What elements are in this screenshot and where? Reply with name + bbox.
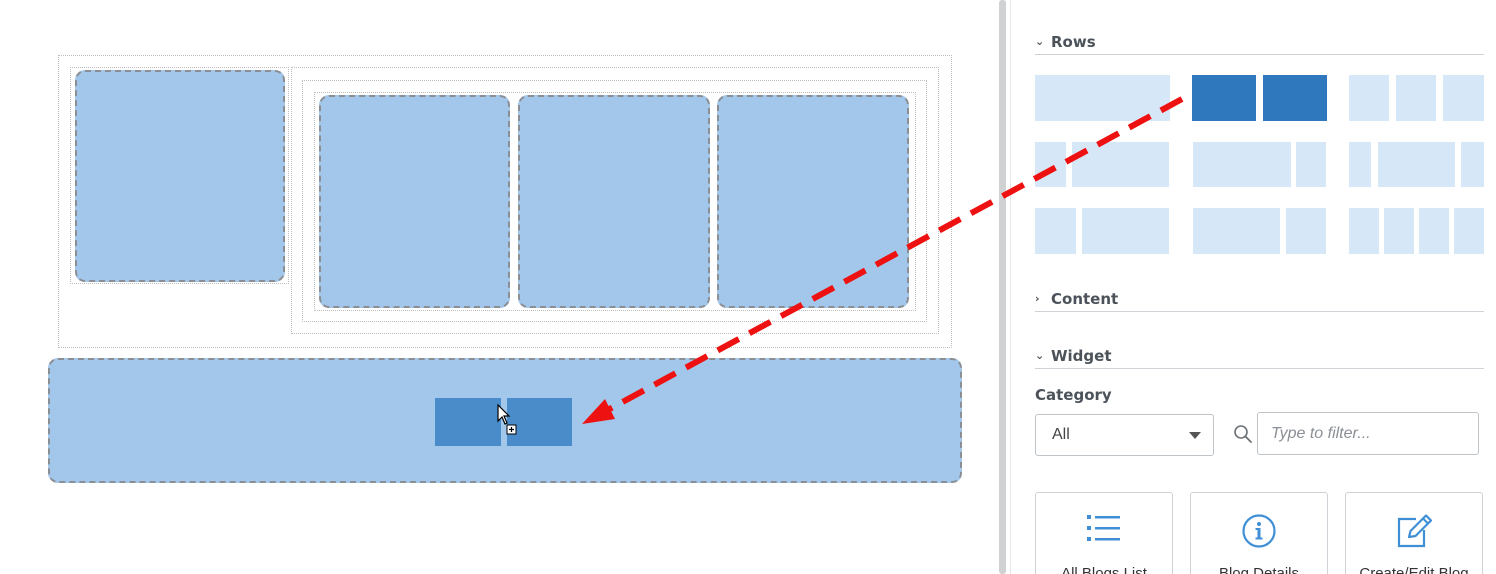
rows-section-title: Rows	[1051, 33, 1096, 51]
layout-1-2-1-c[interactable]	[1461, 142, 1484, 187]
layout-1-col[interactable]	[1035, 75, 1170, 121]
layout-3-1-b[interactable]	[1296, 142, 1326, 187]
layout-1-3-a[interactable]	[1035, 142, 1066, 187]
layout-4-col-b[interactable]	[1384, 208, 1414, 254]
layout-2-col-a[interactable]	[1192, 75, 1256, 121]
widget-label: Blog Details	[1218, 565, 1300, 574]
drag-preview-right	[507, 398, 572, 446]
canvas	[48, 55, 962, 483]
layout-2-col-b[interactable]	[1263, 75, 1327, 121]
cell-nested-1[interactable]	[319, 95, 510, 308]
drag-preview-left	[435, 398, 501, 446]
layout-3-1-a[interactable]	[1193, 142, 1291, 187]
widget-filter-input[interactable]	[1257, 412, 1479, 455]
category-selected-value: All	[1052, 426, 1070, 443]
layout-3-col-a[interactable]	[1349, 75, 1389, 121]
category-select[interactable]: All	[1035, 414, 1214, 456]
category-label: Category	[1035, 386, 1112, 404]
layout-1-2-a[interactable]	[1035, 208, 1076, 254]
content-section-title: Content	[1051, 290, 1119, 308]
edit-icon	[1397, 514, 1433, 548]
search-icon	[1234, 425, 1252, 443]
widget-blog-details[interactable]: Blog Details	[1190, 492, 1328, 574]
caret-down-icon	[1189, 432, 1201, 439]
cell-nested-2[interactable]	[518, 95, 710, 308]
layout-4-col-d[interactable]	[1454, 208, 1484, 254]
list-icon	[1087, 515, 1120, 541]
column-left	[70, 67, 289, 284]
layout-3-col-b[interactable]	[1396, 75, 1436, 121]
rows-section-header[interactable]: ⌄ Rows	[1035, 33, 1484, 55]
layout-1-2-b[interactable]	[1082, 208, 1169, 254]
widget-label: Create/Edit Blog	[1359, 565, 1469, 574]
canvas-scrollbar[interactable]	[999, 0, 1006, 574]
drag-cursor-icon	[497, 404, 517, 435]
chevron-down-icon: ⌄	[1035, 349, 1045, 362]
layout-3-col-c[interactable]	[1443, 75, 1484, 121]
layout-4-col-a[interactable]	[1349, 208, 1379, 254]
layout-4-col-c[interactable]	[1419, 208, 1449, 254]
widget-section-title: Widget	[1051, 347, 1112, 365]
widget-label: All Blogs List	[1061, 565, 1147, 574]
layout-1-2-1-a[interactable]	[1349, 142, 1371, 187]
chevron-right-icon: ›	[1035, 292, 1040, 305]
info-circle-icon	[1242, 514, 1276, 548]
widget-section-header[interactable]: ⌄ Widget	[1035, 347, 1484, 369]
widget-create-edit-blog[interactable]: Create/Edit Blog	[1345, 492, 1483, 574]
cell-nested-3[interactable]	[717, 95, 909, 308]
panel-divider	[1010, 0, 1011, 574]
layout-2-1-a[interactable]	[1193, 208, 1280, 254]
cell-left[interactable]	[75, 70, 285, 282]
widget-all-blogs-list[interactable]: All Blogs List	[1035, 492, 1173, 574]
layout-2-1-b[interactable]	[1286, 208, 1326, 254]
content-section-header[interactable]: › Content	[1035, 290, 1484, 312]
layout-1-2-1-b[interactable]	[1378, 142, 1455, 187]
layout-1-3-b[interactable]	[1072, 142, 1169, 187]
chevron-down-icon: ⌄	[1035, 35, 1045, 48]
